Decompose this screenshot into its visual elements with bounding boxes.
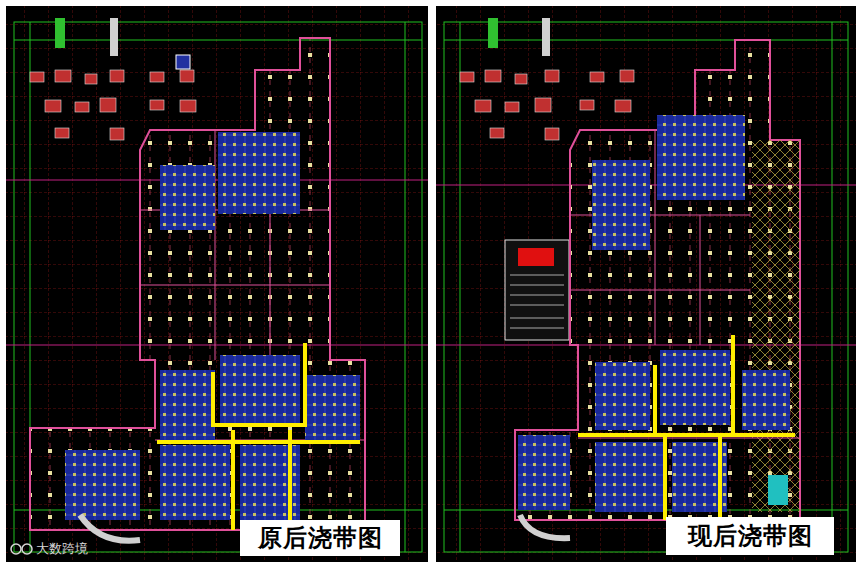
caption-text: 原后浇带图 xyxy=(258,522,383,554)
caption-box: 原后浇带图 xyxy=(240,520,400,556)
caption-box: 现后浇带图 xyxy=(666,517,834,555)
watermark: 大数跨境 xyxy=(36,540,88,558)
caption-text: 现后浇带图 xyxy=(688,520,813,552)
